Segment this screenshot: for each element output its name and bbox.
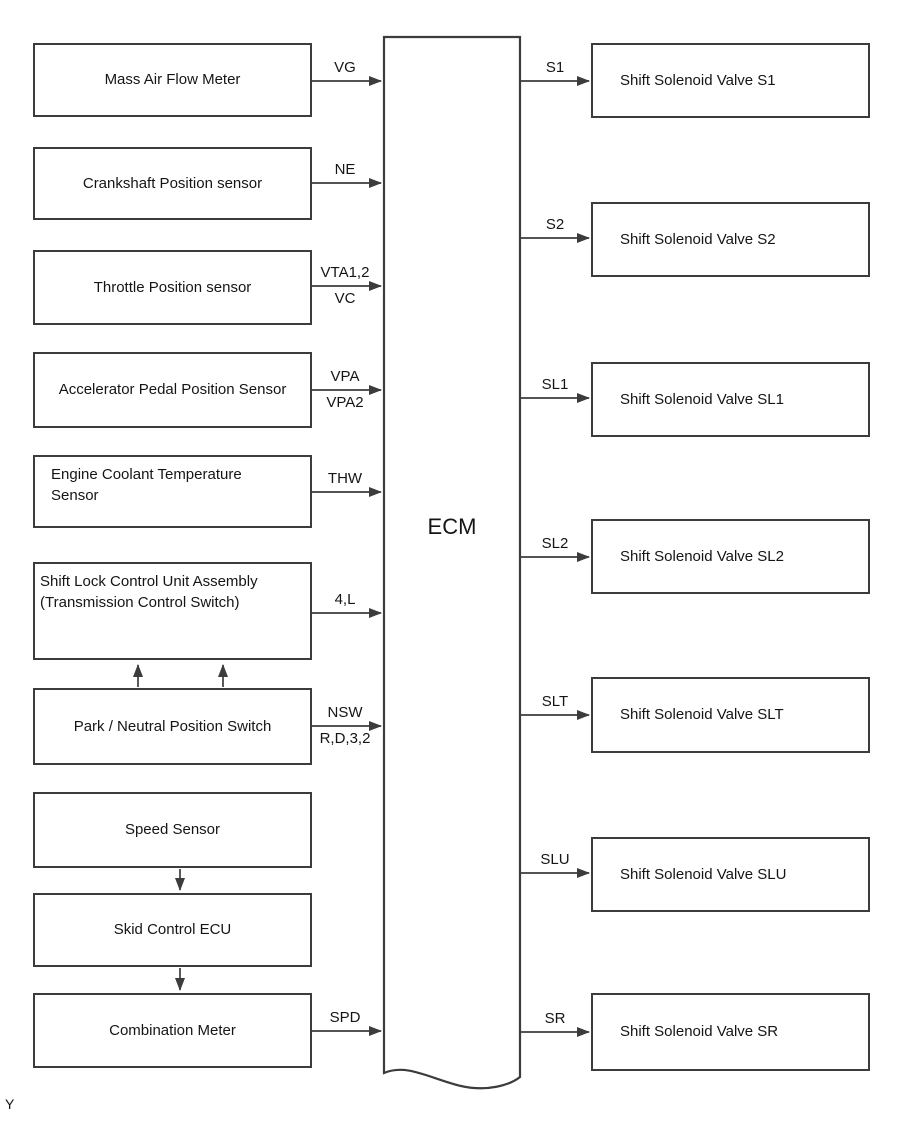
signal-label-vc: VC: [334, 290, 356, 307]
input-label-line1: Engine Coolant Temperature: [51, 466, 242, 483]
output-label: Shift Solenoid Valve SL2: [620, 547, 784, 565]
input-box-engine-coolant-temperature-sensor: Engine Coolant Temperature Sensor: [33, 455, 312, 528]
input-box-combination-meter: Combination Meter: [33, 993, 312, 1068]
input-label: Crankshaft Position sensor: [82, 174, 263, 192]
input-label: Mass Air Flow Meter: [104, 71, 241, 88]
signal-label-nsw: NSW: [327, 704, 363, 721]
signal-label-vta12: VTA1,2: [320, 264, 370, 281]
input-box-shift-lock-control-unit-assembly: Shift Lock Control Unit Assembly (Transm…: [33, 562, 312, 660]
input-box-crankshaft-position-sensor: Crankshaft Position sensor: [33, 147, 312, 220]
input-label: Skid Control ECU: [113, 921, 232, 938]
input-label: Park / Neutral Position Switch: [73, 717, 272, 735]
output-label: Shift Solenoid Valve SLT: [620, 706, 784, 723]
signal-label-s1: S1: [545, 59, 565, 76]
corner-mark-y: Y: [5, 1096, 15, 1112]
input-label: Combination Meter: [109, 1021, 236, 1039]
signal-label-sr: SR: [544, 1010, 566, 1027]
signal-label-rd32: R,D,3,2: [319, 730, 371, 747]
output-box-shift-solenoid-valve-sl1: Shift Solenoid Valve SL1: [591, 362, 870, 437]
input-label-line1: Shift Lock Control Unit Assembly: [40, 573, 258, 590]
signal-label-4l: 4,L: [334, 591, 356, 608]
ecm-box: [382, 35, 522, 1090]
input-box-mass-air-flow-meter: Mass Air Flow Meter: [33, 43, 312, 117]
output-box-shift-solenoid-valve-slu: Shift Solenoid Valve SLU: [591, 837, 870, 912]
signal-label-sl1: SL1: [541, 376, 569, 393]
input-label-line2: Sensor: [51, 487, 99, 504]
output-label: Shift Solenoid Valve S1: [620, 71, 776, 89]
signal-label-vpa2: VPA2: [326, 394, 364, 411]
signal-label-ne: NE: [334, 161, 356, 178]
input-box-skid-control-ecu: Skid Control ECU: [33, 893, 312, 967]
ecm-label: ECM: [427, 514, 477, 539]
input-label: Speed Sensor: [124, 821, 221, 838]
signal-label-sl2: SL2: [541, 535, 569, 552]
input-box-speed-sensor: Speed Sensor: [33, 792, 312, 868]
input-label: Throttle Position sensor: [93, 278, 252, 296]
input-box-throttle-position-sensor: Throttle Position sensor: [33, 250, 312, 325]
output-label: Shift Solenoid Valve SLU: [620, 865, 787, 883]
input-box-accelerator-pedal-position-sensor: Accelerator Pedal Position Sensor: [33, 352, 312, 428]
output-box-shift-solenoid-valve-sr: Shift Solenoid Valve SR: [591, 993, 870, 1071]
input-label: Accelerator Pedal Position Sensor: [58, 381, 287, 398]
output-box-shift-solenoid-valve-sl2: Shift Solenoid Valve SL2: [591, 519, 870, 594]
signal-label-thw: THW: [327, 470, 363, 487]
input-box-park-neutral-position-switch: Park / Neutral Position Switch: [33, 688, 312, 765]
signal-label-spd: SPD: [329, 1009, 361, 1026]
output-box-shift-solenoid-valve-s2: Shift Solenoid Valve S2: [591, 202, 870, 277]
signal-label-s2: S2: [545, 216, 565, 233]
output-box-shift-solenoid-valve-slt: Shift Solenoid Valve SLT: [591, 677, 870, 753]
signal-label-vpa: VPA: [330, 368, 360, 385]
output-label: Shift Solenoid Valve SR: [620, 1023, 779, 1040]
signal-label-slt: SLT: [541, 693, 569, 710]
signal-label-vg: VG: [334, 59, 356, 76]
output-box-shift-solenoid-valve-s1: Shift Solenoid Valve S1: [591, 43, 870, 118]
output-label: Shift Solenoid Valve SL1: [620, 390, 784, 408]
input-label-line2: (Transmission Control Switch): [40, 594, 240, 611]
output-label: Shift Solenoid Valve S2: [620, 230, 776, 248]
signal-label-slu: SLU: [540, 851, 570, 868]
